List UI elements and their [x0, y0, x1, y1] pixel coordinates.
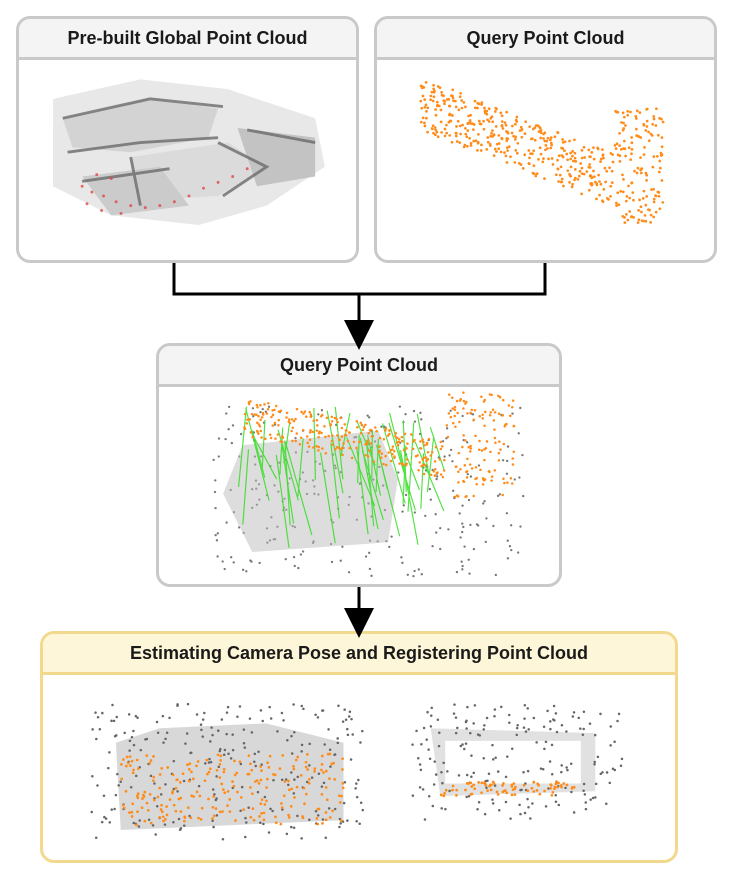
- global-point-cloud-view: [19, 60, 356, 260]
- panel-title: Query Point Cloud: [159, 346, 559, 387]
- panel-pose-estimation-result: Estimating Camera Pose and Registering P…: [40, 631, 678, 863]
- registered-point-cloud-image: [90, 702, 624, 841]
- panel-title: Estimating Camera Pose and Registering P…: [43, 634, 675, 675]
- panel-title: Pre-built Global Point Cloud: [19, 19, 356, 60]
- panel-query-point-cloud: Query Point Cloud: [374, 16, 717, 263]
- matching-point-cloud-image: [212, 391, 525, 578]
- global-point-cloud-image: [53, 79, 325, 226]
- merge-connector: [172, 263, 547, 296]
- query-point-cloud-view: [377, 60, 714, 260]
- panel-global-point-cloud: Pre-built Global Point Cloud: [16, 16, 359, 263]
- query-point-cloud-image: [419, 80, 665, 224]
- registered-point-cloud-view: [43, 675, 675, 860]
- panel-title: Query Point Cloud: [377, 19, 714, 60]
- matching-point-cloud-view: [159, 387, 559, 584]
- panel-matching-point-cloud: Query Point Cloud: [156, 343, 562, 587]
